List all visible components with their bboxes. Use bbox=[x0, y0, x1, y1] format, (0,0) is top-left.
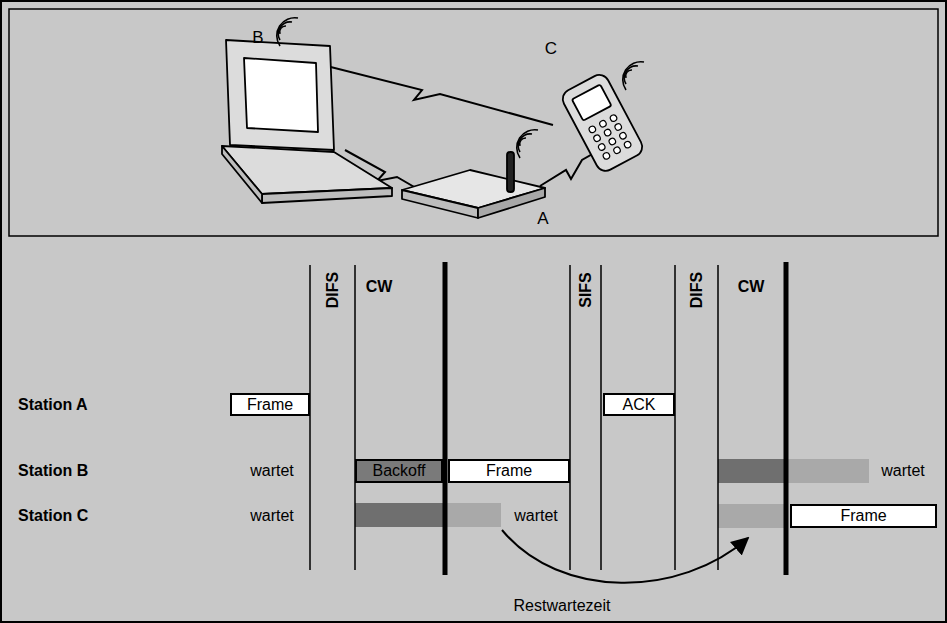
phone-icon bbox=[609, 114, 618, 123]
contention-window-bar bbox=[355, 503, 445, 527]
residual-wait-arrow bbox=[502, 530, 748, 583]
laptop-icon bbox=[244, 58, 318, 132]
laptop-icon bbox=[262, 188, 392, 203]
interval-label: CW bbox=[366, 279, 393, 295]
phone-icon bbox=[619, 131, 628, 140]
phone-icon bbox=[608, 137, 617, 146]
laptop-icon bbox=[226, 40, 334, 150]
time-marker-line bbox=[600, 265, 602, 570]
contention-window-bar bbox=[718, 459, 787, 483]
phone-icon bbox=[593, 134, 602, 143]
phone-icon bbox=[559, 71, 645, 174]
backoff-box: Backoff bbox=[355, 459, 443, 483]
router-icon bbox=[402, 190, 478, 218]
frame-box: Frame bbox=[448, 459, 570, 483]
box-text: Frame bbox=[486, 463, 532, 479]
state-label: wartet bbox=[514, 508, 558, 524]
phone-icon bbox=[603, 128, 612, 137]
laptop-icon bbox=[222, 146, 262, 203]
phone-icon bbox=[588, 114, 632, 160]
time-marker-line bbox=[569, 265, 571, 570]
box-text: Frame bbox=[247, 397, 293, 413]
device-letter: B bbox=[252, 29, 263, 46]
contention-window-bar bbox=[787, 459, 869, 483]
box-text: Backoff bbox=[372, 463, 425, 479]
station-label: Station B bbox=[18, 463, 88, 479]
phone-icon bbox=[623, 140, 632, 149]
time-marker-line bbox=[674, 265, 676, 570]
contention-window-bar bbox=[447, 503, 501, 527]
arrow-label: Restwartezeit bbox=[514, 598, 611, 614]
device-letter: A bbox=[537, 210, 548, 227]
state-label: wartet bbox=[250, 508, 294, 524]
device-letter: C bbox=[545, 40, 557, 57]
state-label: wartet bbox=[881, 463, 925, 479]
interval-label: CW bbox=[738, 279, 765, 295]
phone-icon bbox=[588, 125, 597, 134]
contention-window-bar bbox=[718, 504, 787, 528]
wifi-waves bbox=[623, 62, 644, 90]
laptop-icon bbox=[222, 40, 392, 203]
phone-icon bbox=[602, 152, 611, 161]
radio-link bbox=[303, 60, 553, 125]
time-marker-line bbox=[354, 265, 356, 570]
time-marker-line bbox=[443, 262, 448, 575]
phone-icon bbox=[572, 84, 612, 120]
ack-box: ACK bbox=[603, 393, 675, 416]
time-marker-line bbox=[310, 262, 786, 575]
box-text: Frame bbox=[840, 508, 886, 524]
laptop-icon bbox=[222, 146, 392, 194]
frame-box: Frame bbox=[790, 504, 937, 528]
frame-box: Frame bbox=[230, 393, 310, 416]
router-icon bbox=[507, 152, 514, 192]
phone-icon bbox=[614, 123, 623, 132]
wifi-waves bbox=[517, 130, 538, 158]
frame-border bbox=[9, 9, 938, 236]
wifi-waves bbox=[277, 18, 644, 158]
time-marker-line bbox=[784, 262, 789, 575]
interval-label: DIFS bbox=[689, 272, 705, 308]
phone-icon bbox=[613, 146, 622, 155]
router-icon bbox=[402, 152, 545, 218]
phone-icon bbox=[559, 71, 645, 174]
interval-label: SIFS bbox=[578, 272, 594, 308]
time-marker-line bbox=[309, 265, 311, 570]
phone-icon bbox=[599, 119, 608, 128]
phone-icon bbox=[597, 143, 606, 152]
station-label: Station A bbox=[18, 397, 88, 413]
interval-label: DIFS bbox=[325, 272, 341, 308]
box-text: ACK bbox=[623, 397, 656, 413]
wifi-waves bbox=[277, 18, 298, 46]
station-label: Station C bbox=[18, 508, 88, 524]
state-label: wartet bbox=[250, 463, 294, 479]
time-marker-line bbox=[717, 265, 719, 570]
